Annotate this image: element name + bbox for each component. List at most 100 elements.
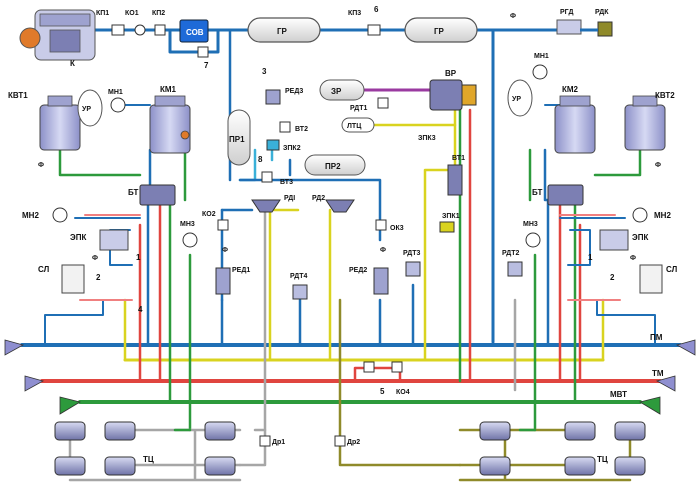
km1-device [149, 95, 191, 154]
label-rd2: РД2 [312, 195, 325, 202]
bt-block-left [139, 184, 176, 206]
label-km1: КМ1 [160, 85, 177, 94]
label-vt2: ВТ2 [295, 126, 308, 133]
hose-coupling-icon [4, 339, 696, 415]
reservoir-icon [247, 17, 321, 43]
label-f-epk-right: Ф [630, 255, 636, 262]
label-mn1-left: МН1 [108, 89, 123, 96]
valve-7 [197, 46, 209, 58]
gauge-icon [110, 97, 126, 113]
sov-box [179, 19, 209, 43]
valve-6 [367, 24, 381, 36]
ltts-reservoir [341, 117, 375, 133]
rdi-device [251, 199, 281, 213]
reservoir-icon [404, 17, 478, 43]
valve-5 [363, 361, 375, 373]
label-n2-left: 2 [96, 273, 101, 282]
vt1-device [447, 164, 463, 196]
sl-right [639, 264, 663, 294]
label-zr: ЗР [331, 87, 342, 96]
label-k: К [70, 59, 75, 68]
label-n8: 8 [258, 155, 263, 164]
label-sl-left: СЛ [38, 265, 50, 274]
zpk2-valve [266, 139, 280, 151]
label-km2: КМ2 [562, 85, 579, 94]
dr2-valve [334, 435, 346, 447]
label-f-top: Ф [510, 13, 516, 20]
label-rdt2: РДТ2 [502, 250, 519, 257]
label-vr: ВР [445, 69, 457, 78]
label-n3: 3 [262, 67, 267, 76]
vt2-valve [279, 121, 291, 133]
kvt2-device [624, 95, 666, 151]
bt-block-right [547, 184, 584, 206]
label-epk-left: ЭПК [70, 233, 86, 242]
label-f-red2: Ф [380, 247, 386, 254]
label-ko1: КО1 [125, 10, 139, 17]
label-bt-right: БТ [532, 188, 543, 197]
sl-left [61, 264, 85, 294]
label-kvt1: КВТ1 [8, 91, 28, 100]
vr-device [429, 79, 477, 111]
brake-cylinder-icon [54, 421, 236, 476]
label-rdt4: РДТ4 [290, 273, 307, 280]
rdt2-device [507, 261, 523, 277]
label-mvt: МВТ [610, 390, 627, 399]
valve-icon [111, 24, 166, 36]
label-n7: 7 [204, 61, 209, 70]
label-red1: РЕД1 [232, 267, 250, 274]
label-f-left: Ф [38, 162, 44, 169]
label-vt3: ВТ3 [280, 179, 293, 186]
label-f-epk-left: Ф [92, 255, 98, 262]
compressor-icon [19, 9, 96, 61]
label-kp3: КП3 [348, 10, 361, 17]
km2-device [554, 95, 596, 154]
label-n5: 5 [380, 387, 385, 396]
label-ko4: КО4 [396, 389, 410, 396]
epk-right [599, 229, 629, 251]
label-zpk2: ЗПК2 [283, 145, 301, 152]
rd2-device [325, 199, 355, 213]
label-tts-left: ТЦ [143, 455, 154, 464]
red2-device [373, 267, 389, 295]
label-dr1: Др1 [272, 439, 285, 446]
label-ur-right: УР [512, 96, 521, 103]
red3-device [265, 89, 281, 105]
label-n1-right: 1 [588, 253, 593, 262]
label-sov: СОВ [186, 28, 204, 37]
gray-line [253, 208, 267, 432]
label-zpk3: ЗПК3 [418, 135, 436, 142]
ur-reservoir-left [77, 89, 103, 127]
label-n1-left: 1 [136, 253, 141, 262]
rdk-device [597, 21, 613, 37]
rdt4-device [292, 284, 308, 300]
label-pm: ПМ [650, 333, 663, 342]
label-pr1: ПР1 [229, 135, 245, 144]
label-sl-right: СЛ [666, 265, 678, 274]
gauge-icon [182, 232, 198, 248]
rdt1-valve [377, 97, 389, 109]
label-n6: 6 [374, 5, 379, 14]
gauge-icon [525, 232, 541, 248]
label-zpk1: ЗПК1 [442, 213, 460, 220]
label-rdi: РДI [284, 195, 295, 202]
label-red3: РЕД3 [285, 88, 303, 95]
rdt3-device [405, 261, 421, 277]
label-tm: ТМ [652, 369, 664, 378]
red1-device [215, 267, 231, 295]
label-f-red1: Ф [222, 247, 228, 254]
label-dr2: Др2 [347, 439, 360, 446]
ko4-valve [391, 361, 403, 373]
label-mn3-right: МН3 [523, 221, 538, 228]
dr1-valve [259, 435, 271, 447]
label-rgd: РГД [560, 9, 573, 16]
label-mn3-left: МН3 [180, 221, 195, 228]
label-tts-right: ТЦ [597, 455, 608, 464]
label-n4: 4 [138, 305, 143, 314]
kvt1-device [39, 95, 81, 151]
label-bt-left: БТ [128, 188, 139, 197]
label-kp2: КП2 [152, 10, 165, 17]
epk-left [99, 229, 129, 251]
